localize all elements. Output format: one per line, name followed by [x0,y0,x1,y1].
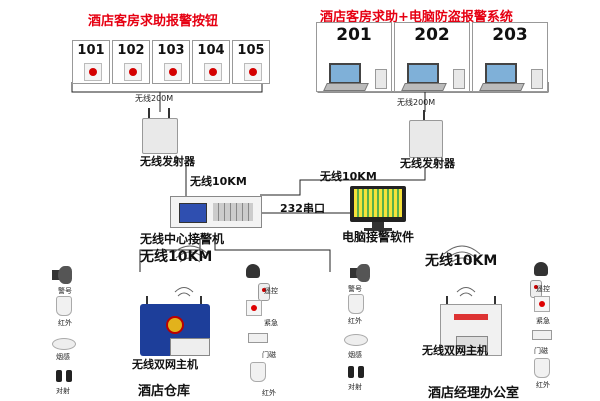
room-number: 102 [117,43,145,58]
device-label: 对射 [348,383,362,391]
transmitter-right-label: 无线发射器 [400,157,455,170]
sensor-icon [375,69,387,89]
room-104: 104 [192,40,230,84]
room-number: 105 [237,43,265,58]
remote-control-icon [258,283,270,301]
pc-software-label: 电脑接警软件 [342,230,415,244]
wireless-10km-label-bottom-right: 无线10KM [425,253,498,269]
receiver-display-icon [179,203,207,223]
site-left-label: 酒店仓库 [138,384,191,399]
beam-sensor-icon [348,366,354,378]
infrared-sensor-icon [56,296,72,316]
keypad-icon [170,338,210,356]
help-button-icon [204,63,222,81]
device-label: 红外 [262,389,276,397]
keypad-icon [456,336,488,352]
beam-sensor-icon [358,366,364,378]
door-contact-icon [248,333,268,343]
laptop-icon [323,63,369,91]
device-label: 警号 [58,287,72,295]
device-label: 红外 [348,317,362,325]
wireless-10km-label-bottom-left: 无线10KM [140,249,213,265]
smoke-detector-icon [344,334,368,346]
emblem-icon [166,316,184,334]
room-number: 101 [77,43,105,58]
siren-icon [52,266,72,284]
room-101: 101 [72,40,110,84]
help-button-icon [84,63,102,81]
door-contact-icon [532,330,552,340]
camera-icon [246,264,260,278]
sensor-icon [453,69,465,89]
smoke-detector-icon [52,338,76,350]
camera-icon [534,262,548,276]
room-103: 103 [152,40,190,84]
infrared-sensor-icon [534,358,550,378]
room-number: 103 [157,43,185,58]
device-label: 门磁 [534,347,548,355]
siren-icon [350,264,370,282]
right-room-panel: 201 202 203 [316,22,550,96]
help-button-icon [244,63,262,81]
beam-sensor-icon [66,370,72,382]
device-label: 烟感 [348,351,362,359]
title-hotel-room-help-pc-alarm: 酒店客房求助+电脑防盗报警系统 [320,10,513,25]
transmitter-right-icon [405,110,445,158]
room-201: 201 [316,22,392,92]
title-hotel-room-help-button: 酒店客房求助报警按钮 [88,14,219,29]
device-label: 对射 [56,387,70,395]
help-button-icon [124,63,142,81]
wireless-10km-label-right: 无线10KM [320,170,377,183]
dual-net-host-left-icon [140,296,212,358]
brand-strip-icon [454,314,488,320]
pc-monitor-icon [350,186,410,234]
beam-sensor-icon [56,370,62,382]
serial-port-label: 232串口 [280,202,325,215]
wireless-10km-label-left: 无线10KM [190,175,247,188]
device-label: 遥控 [536,285,550,293]
emergency-button-icon [534,296,550,312]
room-number: 201 [336,25,372,45]
site-right-label: 酒店经理办公室 [428,386,520,401]
room-number: 203 [492,25,528,45]
device-label: 紧急 [536,317,550,325]
wireless-200m-label-left: 无线200M [135,94,174,103]
laptop-icon [401,63,447,91]
infrared-sensor-icon [250,362,266,382]
room-number: 104 [197,43,225,58]
device-label: 红外 [536,381,550,389]
dual-host-left-label: 无线双网主机 [132,358,198,371]
transmitter-left-icon [140,108,180,154]
receiver-keypad-icon [213,203,253,221]
wireless-200m-label-right: 无线200M [397,98,436,107]
help-button-icon [164,63,182,81]
room-number: 202 [414,25,450,45]
room-203: 203 [472,22,548,92]
transmitter-left-label: 无线发射器 [140,155,195,168]
center-receiver-label: 无线中心接警机 [140,232,225,246]
laptop-icon [479,63,525,91]
device-label: 遥控 [264,287,278,295]
device-label: 红外 [58,319,72,327]
room-105: 105 [232,40,270,84]
center-receiver-icon [170,196,262,228]
emergency-button-icon [246,300,262,316]
left-room-panel: 101 102 103 104 105 [70,40,270,88]
dual-net-host-right-icon [440,296,504,358]
device-label: 门磁 [262,351,276,359]
device-label: 警号 [348,285,362,293]
device-label: 紧急 [264,319,278,327]
room-202: 202 [394,22,470,92]
room-102: 102 [112,40,150,84]
infrared-sensor-icon [348,294,364,314]
device-label: 烟感 [56,353,70,361]
dual-host-right-label: 无线双网主机 [422,344,488,357]
sensor-icon [531,69,543,89]
